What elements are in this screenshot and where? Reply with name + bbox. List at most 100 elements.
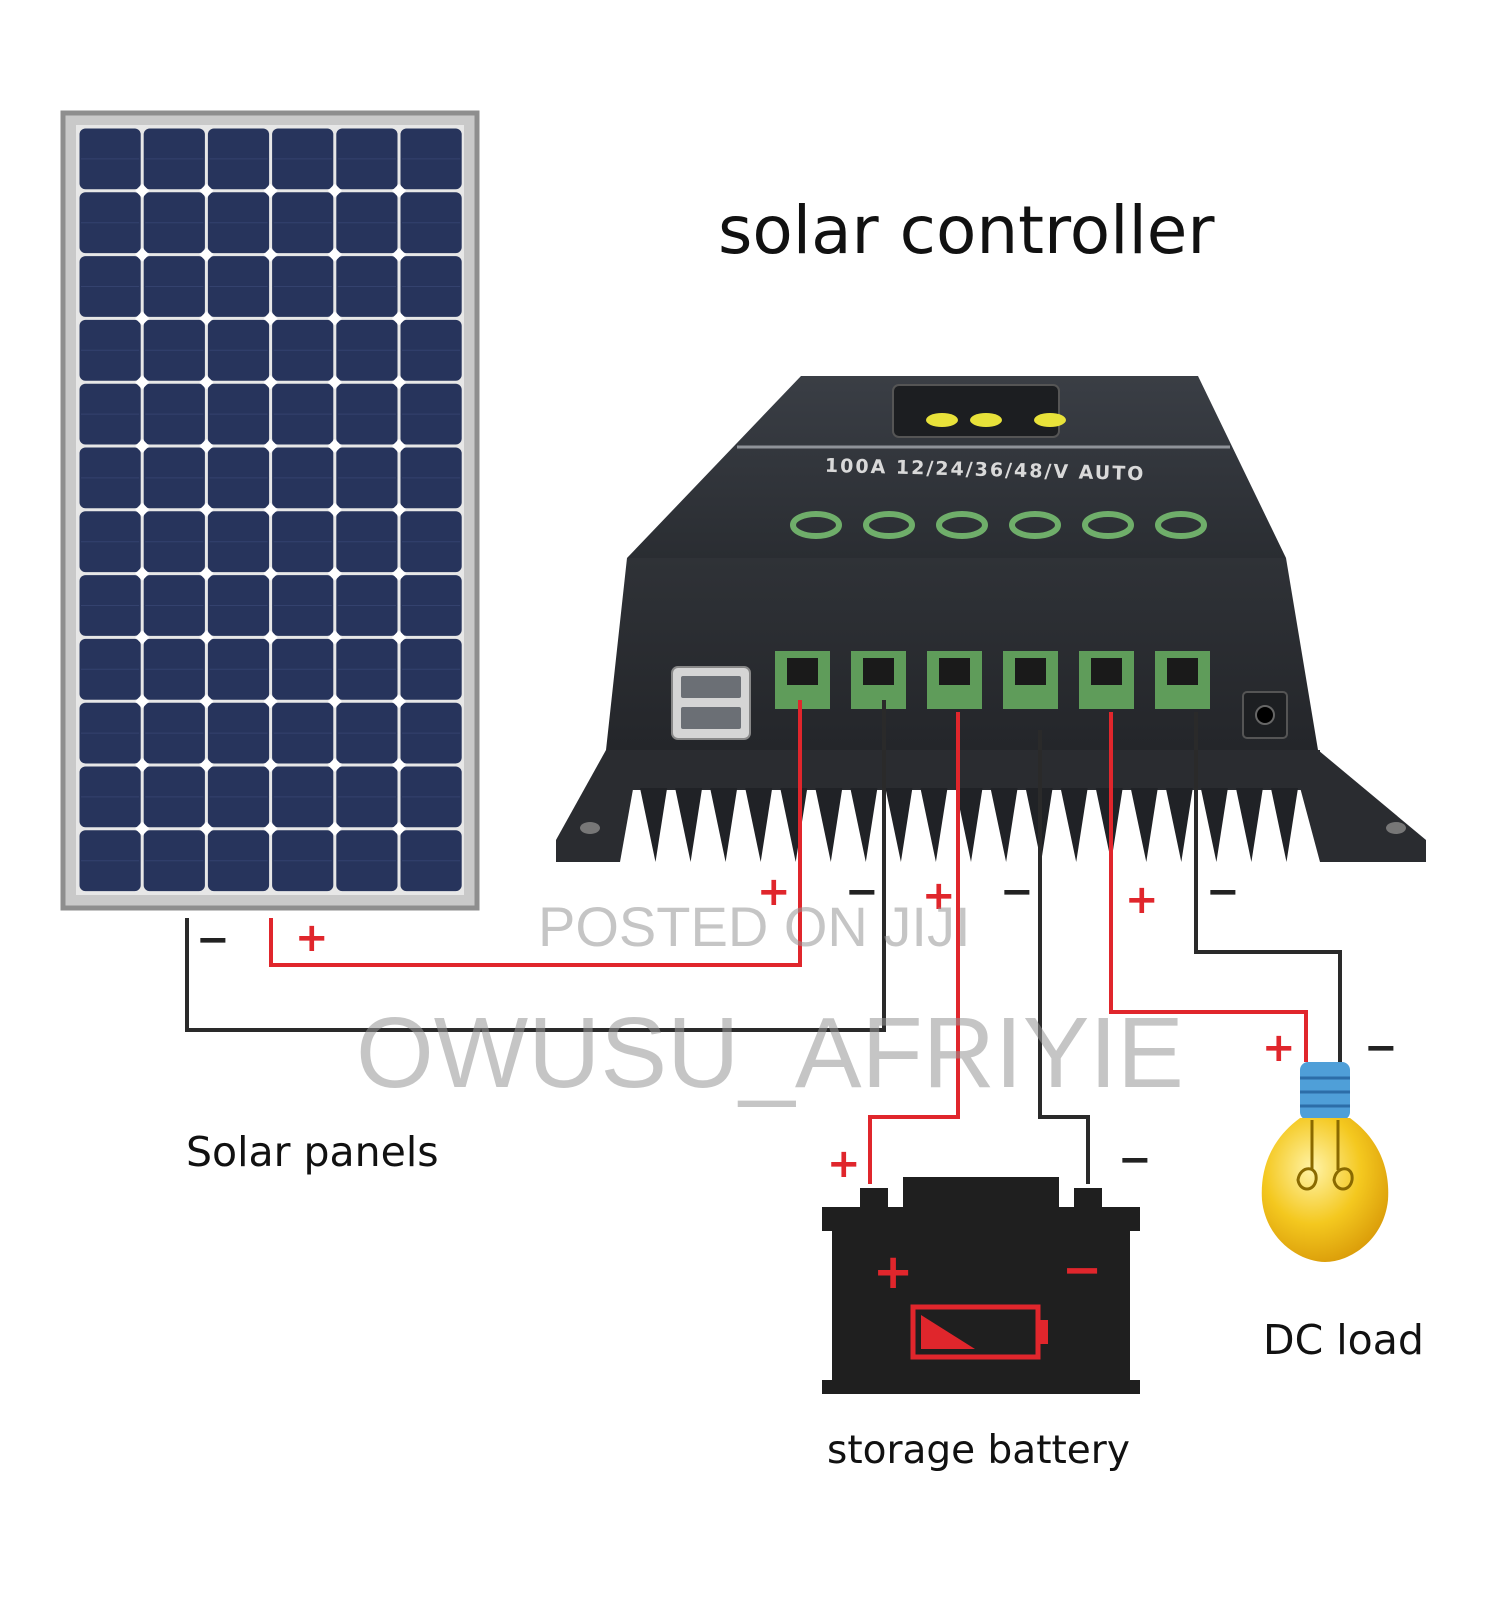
panel-cell-corner bbox=[135, 758, 150, 772]
controller-button-set bbox=[970, 413, 1002, 427]
panel-cell-corner bbox=[135, 694, 150, 709]
panel-cell-corner bbox=[327, 758, 342, 772]
terminal-block bbox=[1003, 651, 1058, 709]
heatsink-base bbox=[608, 750, 1320, 790]
panel-cell-corner bbox=[327, 375, 342, 390]
panel-cell-corner bbox=[263, 821, 278, 836]
terminal-screws bbox=[790, 511, 1207, 539]
battery-charge-icon-tip bbox=[1038, 1320, 1048, 1344]
heatsink-fin bbox=[1235, 788, 1263, 862]
screw-ring bbox=[863, 511, 915, 539]
sign-pv-negative: − bbox=[845, 869, 879, 915]
screw-ring bbox=[790, 511, 842, 539]
dc-jack-hole bbox=[1255, 705, 1275, 725]
panel-cell-corner bbox=[392, 694, 406, 709]
heatsink-fin bbox=[920, 788, 948, 862]
heatsink-fin bbox=[780, 788, 808, 862]
screw-ring bbox=[1009, 511, 1061, 539]
label-solar-panels: Solar panels bbox=[186, 1128, 439, 1176]
wire-pv-negative bbox=[185, 700, 886, 1032]
panel-cell-corner bbox=[135, 502, 150, 517]
panel-cells bbox=[79, 128, 462, 892]
sign-bulb-negative: − bbox=[1364, 1025, 1398, 1071]
battery-terminal-negative bbox=[1074, 1188, 1102, 1210]
sign-load-positive-top: + bbox=[1125, 877, 1159, 923]
solar-controller: 100A 12/24/36/48/V AUTO bbox=[556, 376, 1426, 862]
wire-battery-positive bbox=[868, 712, 960, 1184]
heatsink-fin bbox=[710, 788, 738, 862]
controller-top bbox=[627, 376, 1286, 558]
panel-cell-corner bbox=[135, 566, 150, 581]
panel-cell-corner bbox=[135, 439, 150, 453]
diagram-title: solar controller bbox=[718, 192, 1215, 269]
controller-button-down bbox=[1034, 413, 1066, 427]
panel-cell-corner bbox=[392, 247, 406, 262]
heatsink-fin bbox=[745, 788, 773, 862]
panel-cell-corner bbox=[392, 758, 406, 772]
panel-cell-corner bbox=[199, 694, 214, 709]
usb-port-bottom bbox=[681, 707, 741, 729]
panel-cell-corner bbox=[199, 247, 214, 262]
panel-cell-corner bbox=[135, 630, 150, 645]
terminal-blocks bbox=[775, 651, 1210, 709]
label-storage-battery: storage battery bbox=[827, 1428, 1130, 1473]
panel-cell-corner bbox=[135, 375, 150, 390]
battery-top-cap bbox=[903, 1177, 1059, 1211]
sign-battery-positive-top: + bbox=[922, 873, 956, 919]
panel-cell-corner bbox=[263, 375, 278, 390]
panel-cell-corner bbox=[327, 311, 342, 326]
sign-battery-negative-top: − bbox=[1000, 869, 1034, 915]
panel-cell-corner bbox=[327, 502, 342, 517]
heatsink-fin bbox=[885, 788, 913, 862]
sign-panel-positive: + bbox=[295, 915, 329, 961]
panel-cell-corner bbox=[199, 566, 214, 581]
terminal-block bbox=[1155, 651, 1210, 709]
panel-cell-corner bbox=[392, 375, 406, 390]
panel-cell-corner bbox=[263, 183, 278, 198]
heatsink-fin bbox=[1270, 788, 1298, 862]
terminal-block bbox=[851, 651, 906, 709]
wires bbox=[185, 700, 1342, 1184]
bulb-filament bbox=[1296, 1120, 1354, 1191]
panel-cell-corner bbox=[327, 183, 342, 198]
panel-cell-corner bbox=[392, 439, 406, 453]
wire-load-negative bbox=[1194, 712, 1342, 1062]
panel-cell-corner bbox=[263, 311, 278, 326]
usb-ports bbox=[671, 666, 751, 740]
solar-panel bbox=[60, 110, 480, 911]
panel-cell-corner bbox=[199, 821, 214, 836]
wire-pv-positive bbox=[269, 700, 802, 967]
terminal-block bbox=[927, 651, 982, 709]
heatsink-fin bbox=[675, 788, 703, 862]
panel-cell-corner bbox=[392, 502, 406, 517]
bulb-glass bbox=[1261, 1118, 1389, 1262]
heatsink-fin bbox=[1130, 788, 1158, 862]
panel-cell-corner bbox=[392, 566, 406, 581]
panel-cell-corner bbox=[199, 439, 214, 453]
sign-battery-negative: − bbox=[1118, 1137, 1152, 1183]
panel-cell-corner bbox=[263, 502, 278, 517]
battery-terminal-positive bbox=[860, 1188, 888, 1210]
screw-ring bbox=[1155, 511, 1207, 539]
panel-cell-corner bbox=[199, 630, 214, 645]
watermark-line-1: POSTED ON JIJI bbox=[538, 895, 971, 958]
panel-cell-corner bbox=[392, 183, 406, 198]
panel-cell-corner bbox=[263, 630, 278, 645]
heatsink-fins bbox=[640, 788, 1298, 862]
sign-battery-positive: + bbox=[827, 1141, 861, 1187]
panel-cell-corner bbox=[263, 758, 278, 772]
panel-cell-corner bbox=[199, 311, 214, 326]
sign-bulb-positive: + bbox=[1262, 1025, 1296, 1071]
panel-cell-corner bbox=[392, 630, 406, 645]
battery-body-positive: + bbox=[873, 1244, 914, 1300]
terminal-block bbox=[1079, 651, 1134, 709]
heatsink-fin bbox=[640, 788, 668, 862]
usb-port-top bbox=[681, 676, 741, 698]
panel-cell-corner bbox=[392, 821, 406, 836]
panel-cell-corner bbox=[199, 758, 214, 772]
panel-cell-corner bbox=[392, 311, 406, 326]
sign-panel-negative: − bbox=[196, 917, 230, 963]
panel-cell-corner bbox=[199, 375, 214, 390]
